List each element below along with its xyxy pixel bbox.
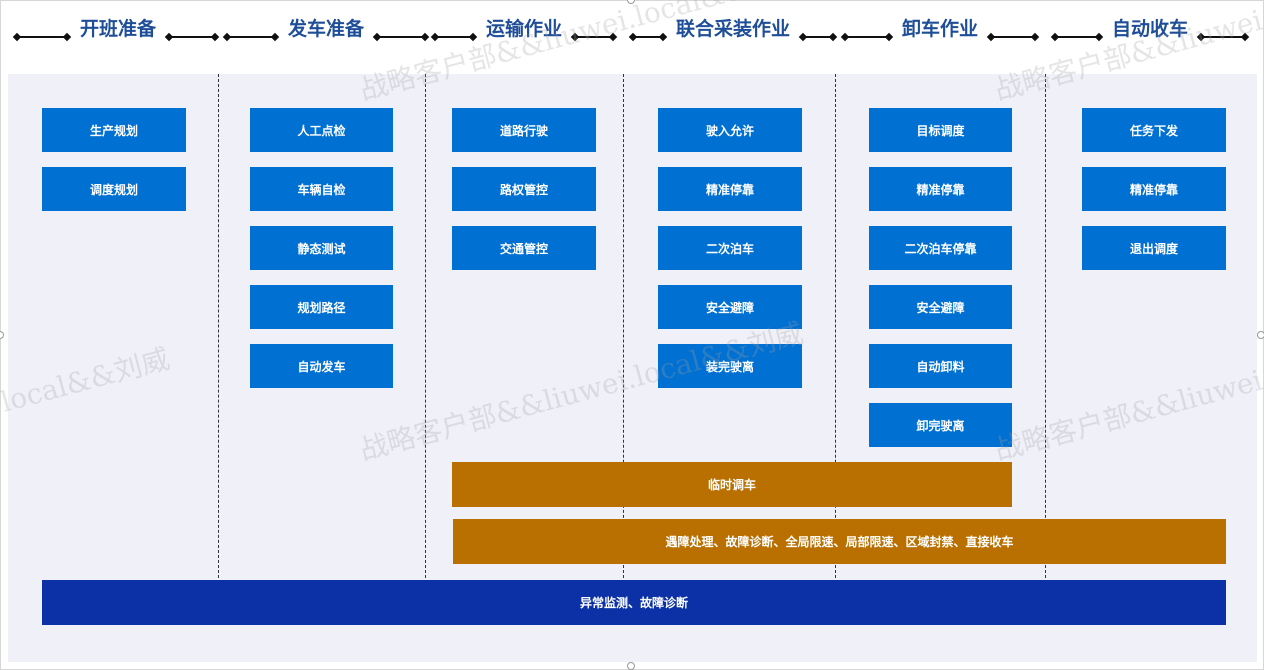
header-line-right — [170, 36, 215, 38]
resize-handle[interactable] — [1257, 331, 1264, 339]
step-box: 装完驶离 — [658, 344, 802, 388]
step-box: 路权管控 — [452, 167, 596, 211]
stage-title-4: 联合采装作业 — [676, 17, 791, 40]
step-box: 人工点检 — [250, 108, 393, 152]
temporary-dispatch-bar: 临时调车 — [452, 462, 1012, 507]
column-divider — [218, 74, 219, 578]
stage-title-1: 开班准备 — [80, 17, 157, 40]
step-box: 任务下发 — [1082, 108, 1226, 152]
step-box: 道路行驶 — [452, 108, 596, 152]
header-line-left — [18, 36, 66, 38]
header-line-left — [436, 36, 472, 38]
column-divider — [425, 74, 426, 578]
header-stage-4: 联合采装作业 — [634, 0, 833, 60]
resize-handle[interactable] — [627, 662, 635, 670]
header-stage-2: 发车准备 — [228, 0, 425, 60]
fault-handling-bar: 遇障处理、故障诊断、全局限速、局部限速、区域封禁、直接收车 — [453, 519, 1226, 564]
header-stage-3: 运输作业 — [436, 0, 613, 60]
step-box: 二次泊车停靠 — [869, 226, 1012, 270]
step-box: 驶入允许 — [658, 108, 802, 152]
step-box: 自动卸料 — [869, 344, 1012, 388]
diagram-panel — [8, 74, 1257, 662]
step-box: 安全避障 — [869, 285, 1012, 329]
stage-title-2: 发车准备 — [288, 17, 365, 40]
monitoring-bar: 异常监测、故障诊断 — [42, 580, 1226, 625]
header-line-right — [804, 36, 833, 38]
column-divider — [835, 74, 836, 578]
header-stage-5: 卸车作业 — [846, 0, 1035, 60]
header-line-left — [846, 36, 888, 38]
header-line-right — [378, 36, 425, 38]
column-divider — [623, 74, 624, 578]
step-box: 生产规划 — [42, 108, 186, 152]
step-box: 静态测试 — [250, 226, 393, 270]
step-box: 退出调度 — [1082, 226, 1226, 270]
header-line-left — [1056, 36, 1098, 38]
header-line-right — [1202, 36, 1245, 38]
step-box: 交通管控 — [452, 226, 596, 270]
step-box: 安全避障 — [658, 285, 802, 329]
header-line-left — [228, 36, 274, 38]
header-line-right — [992, 36, 1035, 38]
header-line-right — [576, 36, 613, 38]
step-box: 精准停靠 — [1082, 167, 1226, 211]
step-box: 卸完驶离 — [869, 403, 1012, 447]
step-box: 调度规划 — [42, 167, 186, 211]
stage-title-3: 运输作业 — [486, 17, 563, 40]
step-box: 自动发车 — [250, 344, 393, 388]
header-line-left — [634, 36, 662, 38]
step-box: 规划路径 — [250, 285, 393, 329]
header-stage-6: 自动收车 — [1056, 0, 1245, 60]
stage-title-6: 自动收车 — [1112, 17, 1189, 40]
header-stage-1: 开班准备 — [18, 0, 215, 60]
step-box: 车辆自检 — [250, 167, 393, 211]
step-box: 目标调度 — [869, 108, 1012, 152]
step-box: 二次泊车 — [658, 226, 802, 270]
column-divider — [1045, 74, 1046, 578]
stage-title-5: 卸车作业 — [902, 17, 979, 40]
step-box: 精准停靠 — [869, 167, 1012, 211]
step-box: 精准停靠 — [658, 167, 802, 211]
